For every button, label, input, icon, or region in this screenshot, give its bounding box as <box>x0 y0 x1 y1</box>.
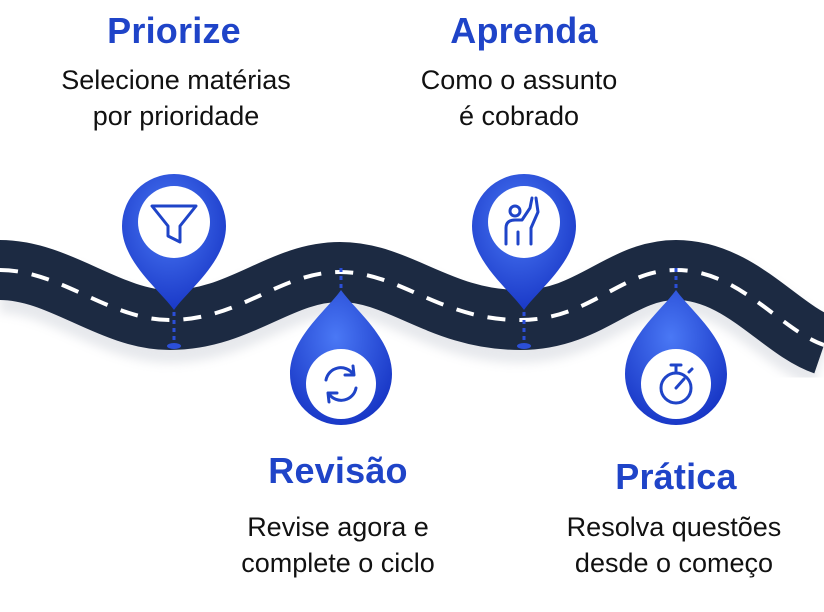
step-description-line: complete o ciclo <box>241 548 435 578</box>
pin-aprenda <box>472 174 576 349</box>
pin-priorize-disc <box>138 186 210 258</box>
step-title-priorize: Priorize <box>107 10 241 51</box>
step-description-line: Como o assunto <box>420 65 618 95</box>
funnel-icon <box>150 204 198 244</box>
stopwatch-icon <box>659 363 694 405</box>
raised-hand-person-icon <box>504 196 540 246</box>
step-title-revisao: Revisão <box>268 450 408 491</box>
refresh-cycle-icon <box>324 364 358 404</box>
pin-revisao-disc <box>306 349 376 419</box>
step-description-line: por prioridade <box>92 101 260 131</box>
step-description-pratica: Resolva questões desde o começo <box>567 509 782 581</box>
step-title-pratica: Prática <box>615 456 737 497</box>
step-description-line: Resolva questões <box>566 512 782 542</box>
step-description-line: Revise agora e <box>247 512 429 542</box>
pin-aprenda-anchor <box>517 343 531 349</box>
step-description-line: desde o começo <box>574 548 774 578</box>
pin-revisao <box>290 268 392 425</box>
step-description-revisao: Revise agora e complete o ciclo <box>241 509 435 581</box>
pin-aprenda-disc <box>488 186 560 258</box>
step-description-aprenda: Como o assunto é cobrado <box>421 62 618 134</box>
pin-priorize-anchor <box>167 343 181 349</box>
pin-priorize <box>122 174 226 349</box>
pin-pratica-disc <box>641 349 711 419</box>
pin-pratica <box>625 268 727 425</box>
road <box>0 239 824 374</box>
step-title-aprenda: Aprenda <box>450 10 598 51</box>
step-description-line: Selecione matérias <box>61 65 291 95</box>
step-description-line: é cobrado <box>458 101 580 131</box>
step-description-priorize: Selecione matérias por prioridade <box>61 62 291 134</box>
